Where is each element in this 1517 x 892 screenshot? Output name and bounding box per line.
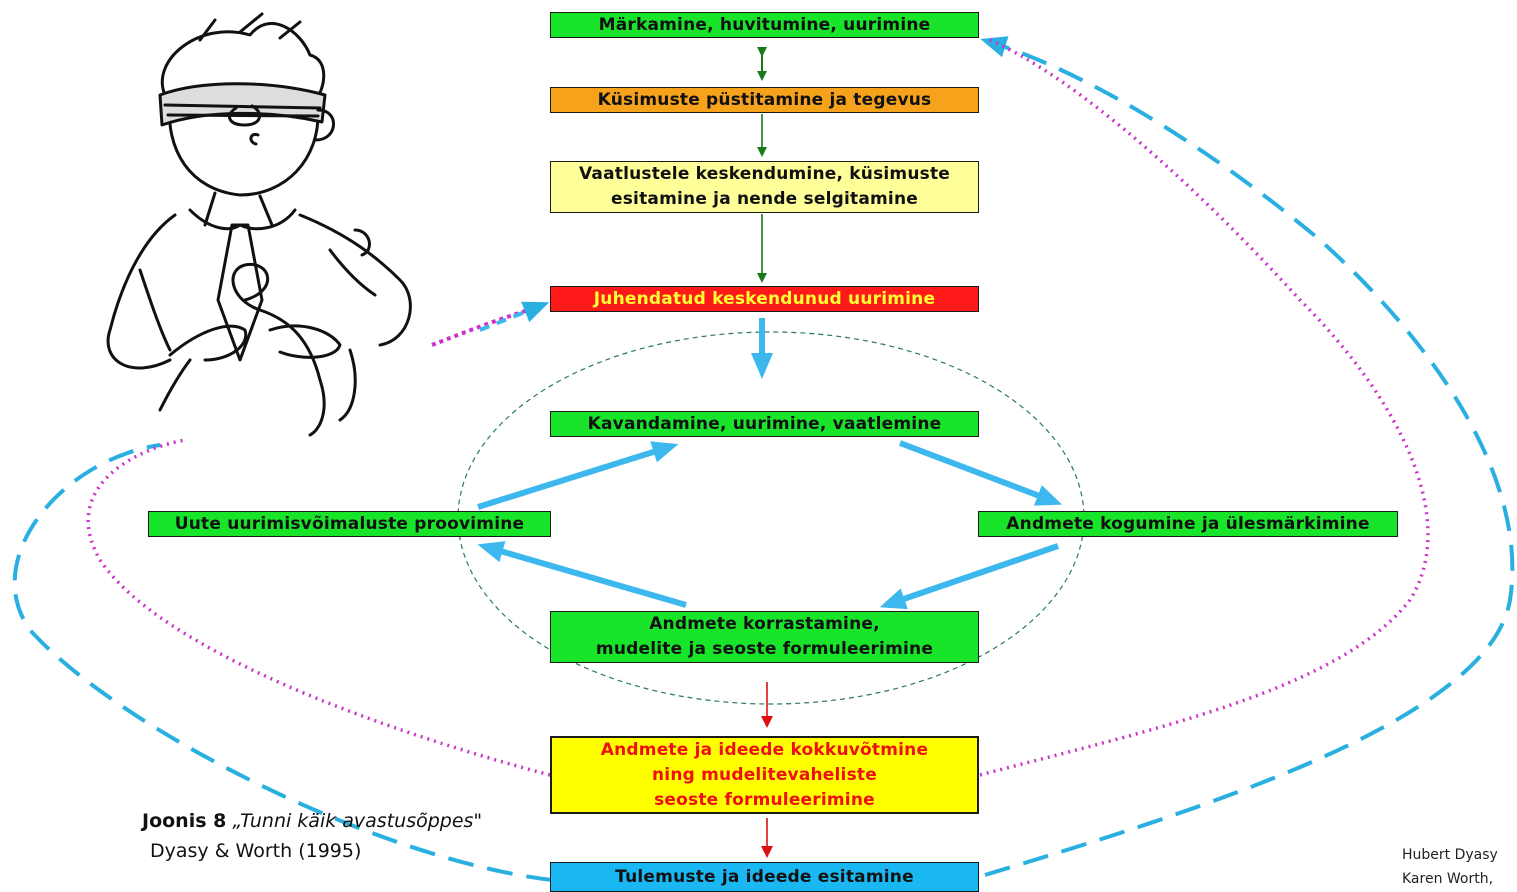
box-noticing: Märkamine, huvitumine, uurimine [550, 12, 979, 38]
box-data-collection: Andmete kogumine ja ülesmärkimine [978, 511, 1398, 537]
caption-title: „Tunni käik avastusõppes" [232, 810, 483, 832]
caption-label: Joonis 8 [142, 810, 227, 832]
dotted-feedback-loop [86, 38, 1430, 777]
arrow-b5-b6 [898, 440, 1063, 506]
box-data-organizing: Andmete korrastamine, mudelite ja seoste… [550, 611, 979, 663]
box-new-possibilities: Uute uurimisvõimaluste proovimine [148, 511, 551, 537]
dashed-feedback-loop [12, 42, 1515, 882]
credit-line-2: Karen Worth, [1402, 871, 1494, 887]
box-presenting-results: Tulemuste ja ideede esitamine [550, 862, 979, 892]
box-focusing-observations: Vaatlustele keskendumine, küsimuste esit… [550, 161, 979, 213]
arrow-b6-b7 [879, 543, 1059, 610]
box-guided-inquiry: Juhendatud keskendunud uurimine [550, 286, 979, 312]
figure-caption: Joonis 8 „Tunni käik avastusõppes" Dyasy… [142, 806, 482, 866]
box-summarizing: Andmete ja ideede kokkuvõtmine ning mude… [550, 736, 979, 814]
credit-line-1: Hubert Dyasy [1402, 847, 1498, 863]
scout-boy-icon [106, 12, 412, 437]
author-credit: Hubert Dyasy Karen Worth, [1402, 843, 1498, 891]
box-planning: Kavandamine, uurimine, vaatlemine [550, 411, 979, 437]
caption-source: Dyasy & Worth (1995) [150, 840, 362, 862]
arrow-b8-b5 [477, 441, 679, 510]
arrow-b7-b8 [477, 541, 687, 608]
box-questioning: Küsimuste püstitamine ja tegevus [550, 87, 979, 113]
